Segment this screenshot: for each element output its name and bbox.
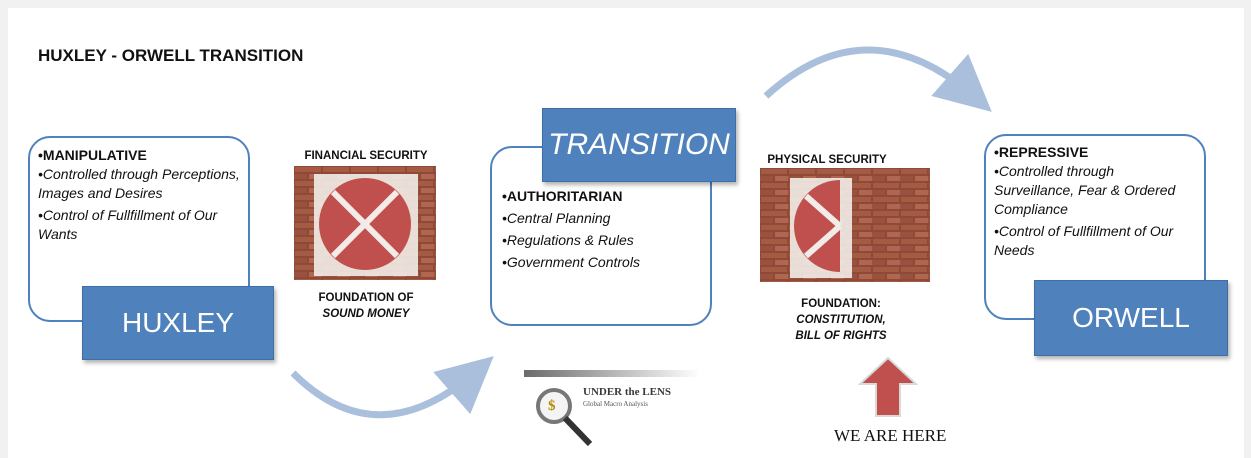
huxley-heading: •MANIPULATIVE — [38, 147, 147, 163]
diagram-title: HUXLEY - ORWELL TRANSITION — [38, 46, 304, 65]
physical-foundation-caption-3: BILL OF RIGHTS — [795, 330, 887, 342]
huxley-item-1: •Controlled through Perceptions, Images … — [38, 166, 240, 201]
financial-foundation-caption-1: FOUNDATION OF — [318, 292, 414, 304]
transition-item-1: •Central Planning — [502, 210, 611, 226]
physical-security-caption: PHYSICAL SECURITY — [767, 154, 887, 166]
lower-curved-arrow — [290, 356, 494, 419]
financial-seal-icon — [319, 178, 411, 270]
under-the-lens-logo — [524, 370, 700, 447]
transition-heading: •AUTHORITARIAN — [502, 188, 623, 204]
magnifier-icon — [536, 388, 593, 447]
flow-arrows — [290, 46, 992, 419]
logo-dollar-symbol: $ — [548, 398, 556, 414]
transition-item-2: •Regulations & Rules — [502, 232, 634, 248]
physical-foundation-caption-2: CONSTITUTION, — [796, 314, 886, 326]
up-arrow-icon — [858, 356, 918, 417]
orwell-item-2: •Control of Fullfillment of Our Needs — [994, 223, 1174, 258]
financial-foundation-caption-2: SOUND MONEY — [322, 308, 410, 320]
logo-subtitle: Global Macro Analysis — [583, 400, 648, 408]
orwell-box: ORWELL — [1034, 280, 1228, 356]
huxley-box: HUXLEY — [82, 286, 274, 360]
physical-foundation-caption-1: FOUNDATION: — [801, 298, 881, 310]
financial-security-caption: FINANCIAL SECURITY — [304, 150, 428, 162]
transition-box: TRANSITION — [542, 108, 736, 182]
diagram-canvas: HUXLEY - ORWELL TRANSITION •MANIPULATIVE… — [8, 8, 1244, 458]
huxley-item-2: •Control of Fullfillment of Our Wants — [38, 207, 218, 242]
orwell-item-1: •Controlled through Surveillance, Fear &… — [994, 163, 1176, 217]
logo-title: UNDER the LENS — [583, 386, 672, 398]
financial-brick-image — [294, 166, 436, 280]
physical-seal-icon — [794, 180, 842, 272]
we-are-here-label: WE ARE HERE — [834, 426, 947, 445]
upper-curved-arrow — [763, 46, 992, 112]
physical-brick-image — [760, 168, 930, 282]
transition-item-3: •Government Controls — [502, 254, 640, 270]
orwell-heading: •REPRESSIVE — [994, 144, 1089, 160]
